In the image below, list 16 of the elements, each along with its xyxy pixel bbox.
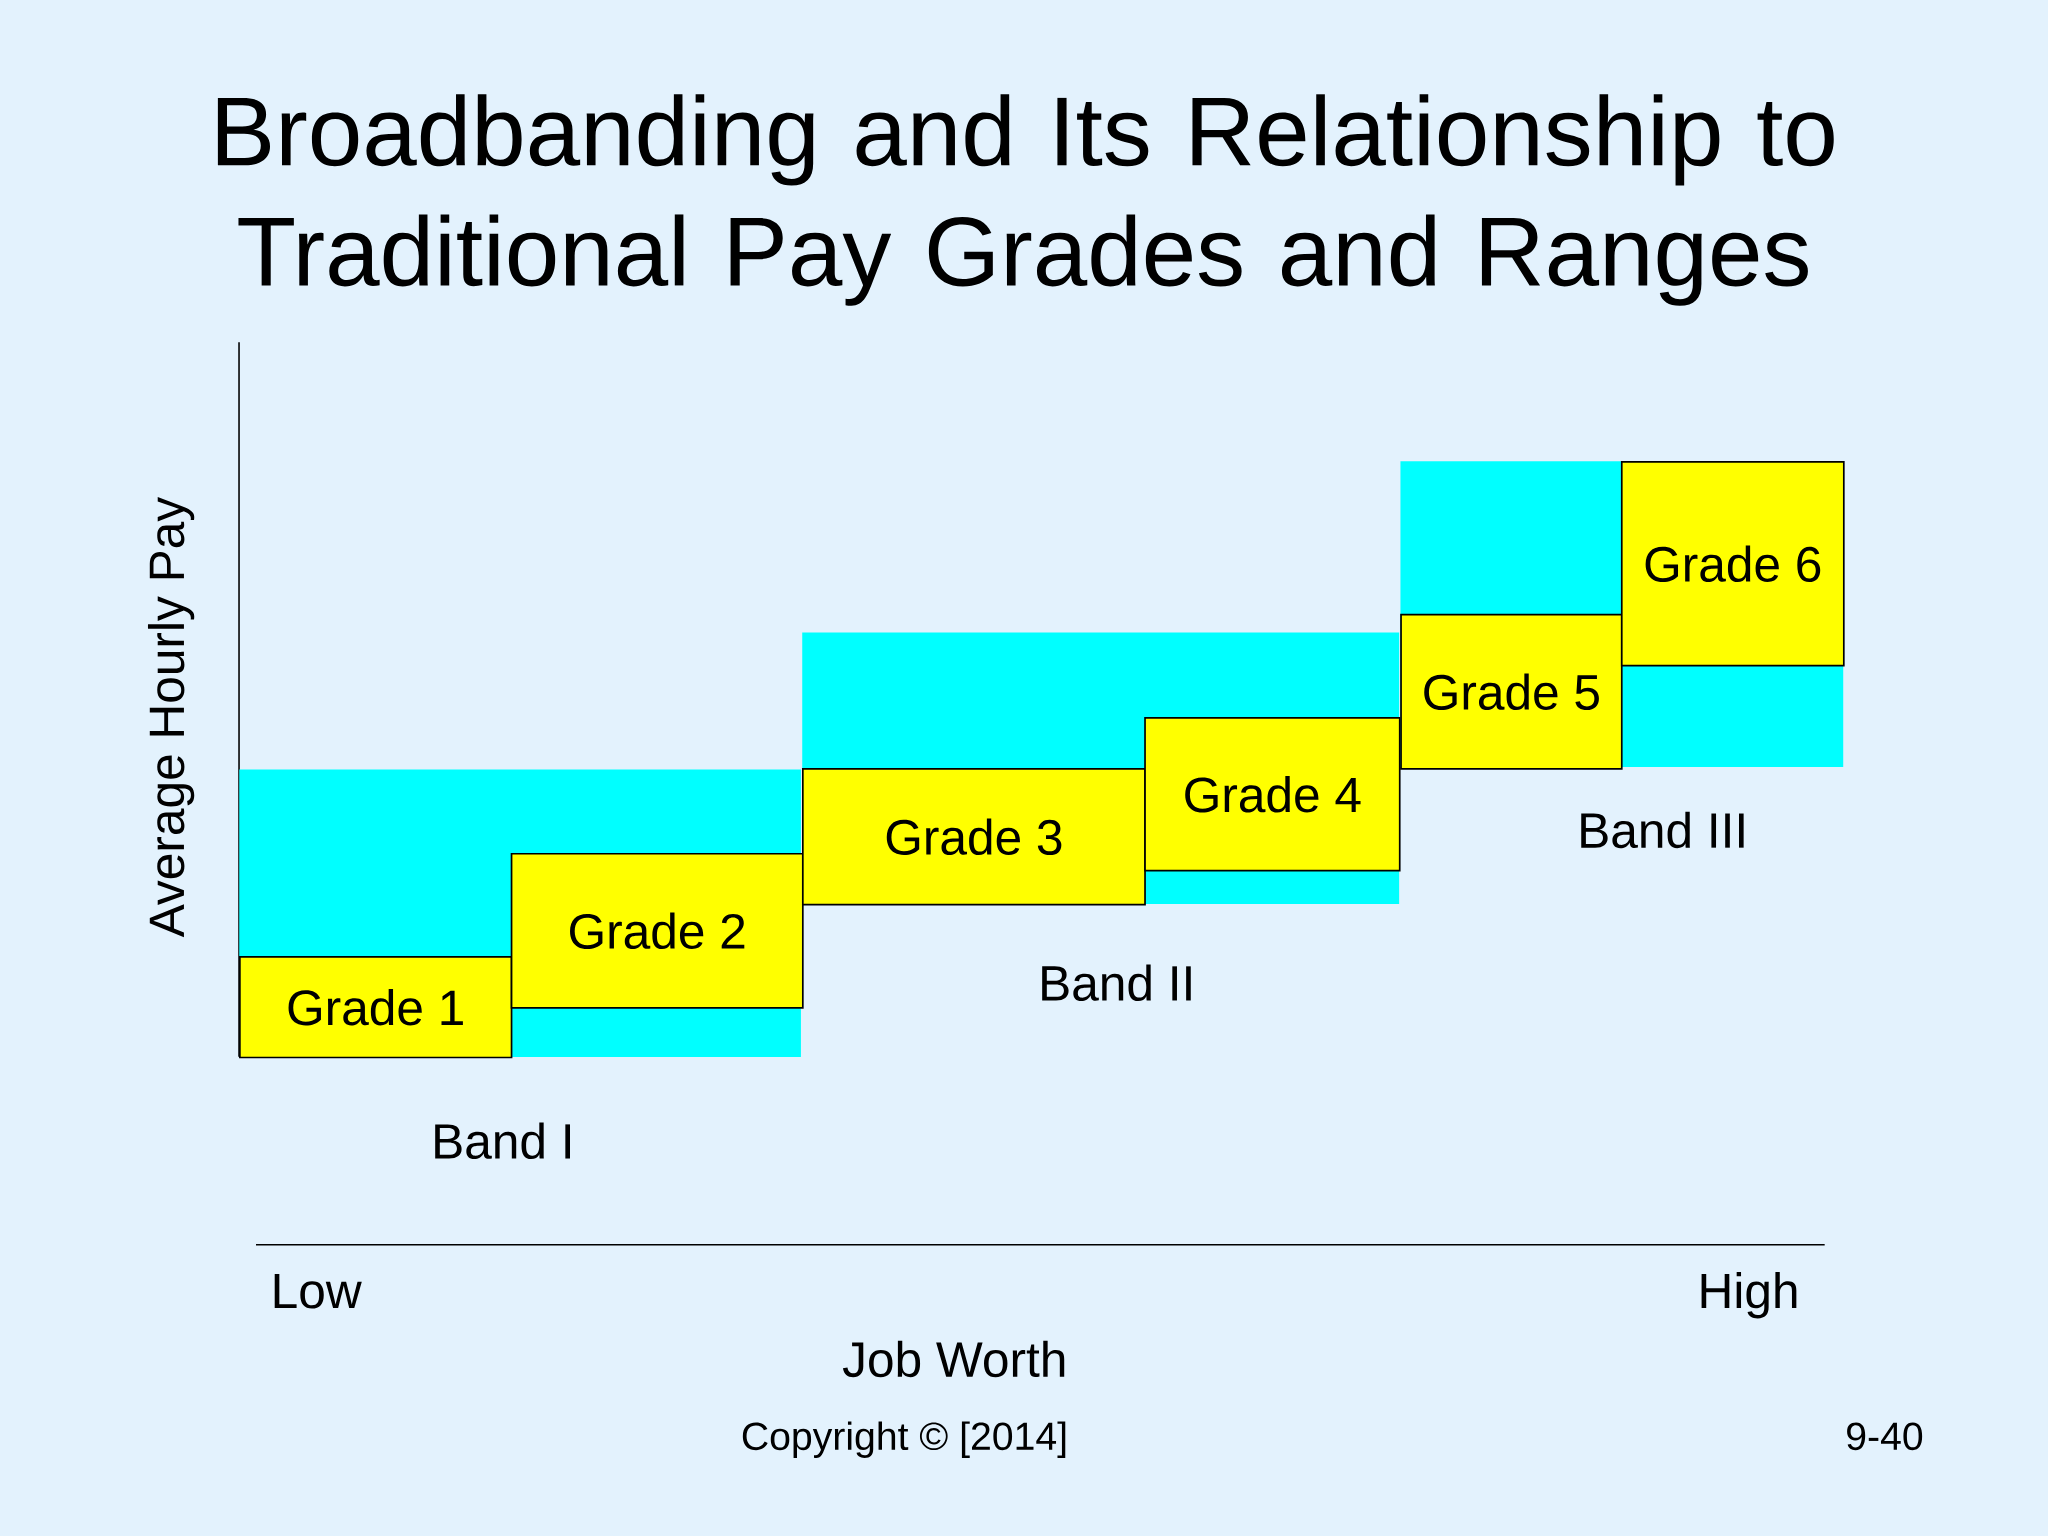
page-number: 9-40 <box>1847 1422 1923 1451</box>
axis-end-label: High <box>1701 1272 1797 1319</box>
band-label: Band I <box>435 1122 570 1159</box>
band-label: Band III <box>1581 811 1744 849</box>
grade-box: Grade 1 <box>239 956 513 1059</box>
grade-box: Grade 6 <box>1620 461 1845 667</box>
band-label: Band II <box>1042 964 1191 1001</box>
copyright-note: Copyright © [2014] <box>742 1421 1066 1458</box>
axis-end-label: Low <box>274 1273 362 1309</box>
title: Broadbanding and Its Relationship to Traditional Pay Grades and Ranges <box>217 94 1834 306</box>
axis-title: Job Worth <box>842 1340 1065 1378</box>
grade-box: Grade 4 <box>1144 717 1401 872</box>
grade-box: Grade 5 <box>1400 613 1623 770</box>
grade-box: Grade 2 <box>510 852 804 1009</box>
grade-box: Grade 3 <box>801 768 1146 906</box>
axis-title: Average Hourly Pay <box>147 497 195 938</box>
